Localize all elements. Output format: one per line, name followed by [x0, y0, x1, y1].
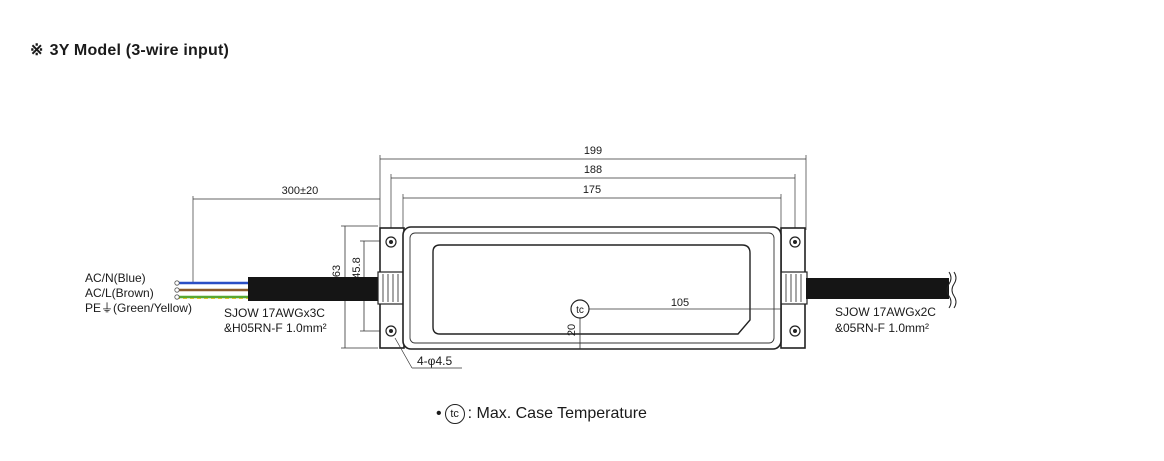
dim-height-label: 63 [331, 265, 343, 277]
legend-bullet: • [436, 405, 442, 422]
legend-tc-icon: tc [444, 404, 465, 424]
legend-text: : Max. Case Temperature [467, 405, 647, 422]
hole-callout-label: 4-φ4.5 [417, 354, 452, 368]
case-body [402, 226, 782, 350]
tc-symbol-label: tc [576, 305, 584, 316]
input-cable-spec-1: SJOW 17AWGx3C [224, 306, 325, 320]
break-mark [946, 271, 952, 309]
wire-label-live: AC/L(Brown) [85, 286, 154, 300]
dim-mount-pitch-label: 188 [584, 164, 602, 176]
title-text: 3Y Model (3-wire input) [49, 42, 230, 59]
dimension-overall: 199 [379, 145, 807, 230]
output-cable [806, 278, 949, 299]
dimension-height: 63 [331, 225, 378, 349]
dimension-input-cable: 300±20 [192, 185, 380, 283]
dimension-body: 175 [402, 184, 782, 228]
input-cable [248, 277, 380, 301]
reference-mark: ※ [30, 42, 44, 59]
dim-tc-x-label: 105 [671, 297, 689, 309]
dim-body-label: 175 [583, 184, 601, 196]
dim-tc-y-label: 20 [566, 324, 578, 336]
dim-input-cable-label: 300±20 [282, 185, 319, 197]
input-wires [174, 280, 250, 300]
output-cable-spec-2: &05RN-F 1.0mm² [835, 321, 929, 335]
dim-mount-height-label: 45.8 [351, 257, 363, 278]
dim-overall-label: 199 [584, 145, 602, 157]
wire-label-neutral: AC/N(Blue) [85, 271, 146, 285]
hole-callout: 4-φ4.5 [394, 337, 462, 369]
right-cable-gland [780, 271, 808, 305]
wire-label-earth: PE⏚(Green/Yellow) [85, 301, 192, 315]
label-recess [432, 244, 751, 335]
drawing-title: ※ 3Y Model (3-wire input) [30, 40, 229, 60]
output-cable-spec-1: SJOW 17AWGx2C [835, 305, 936, 319]
tc-point: tc 105 20 [566, 297, 781, 349]
tc-legend: • tc : Max. Case Temperature [436, 404, 647, 424]
input-cable-spec-2: &H05RN-F 1.0mm² [224, 321, 327, 335]
